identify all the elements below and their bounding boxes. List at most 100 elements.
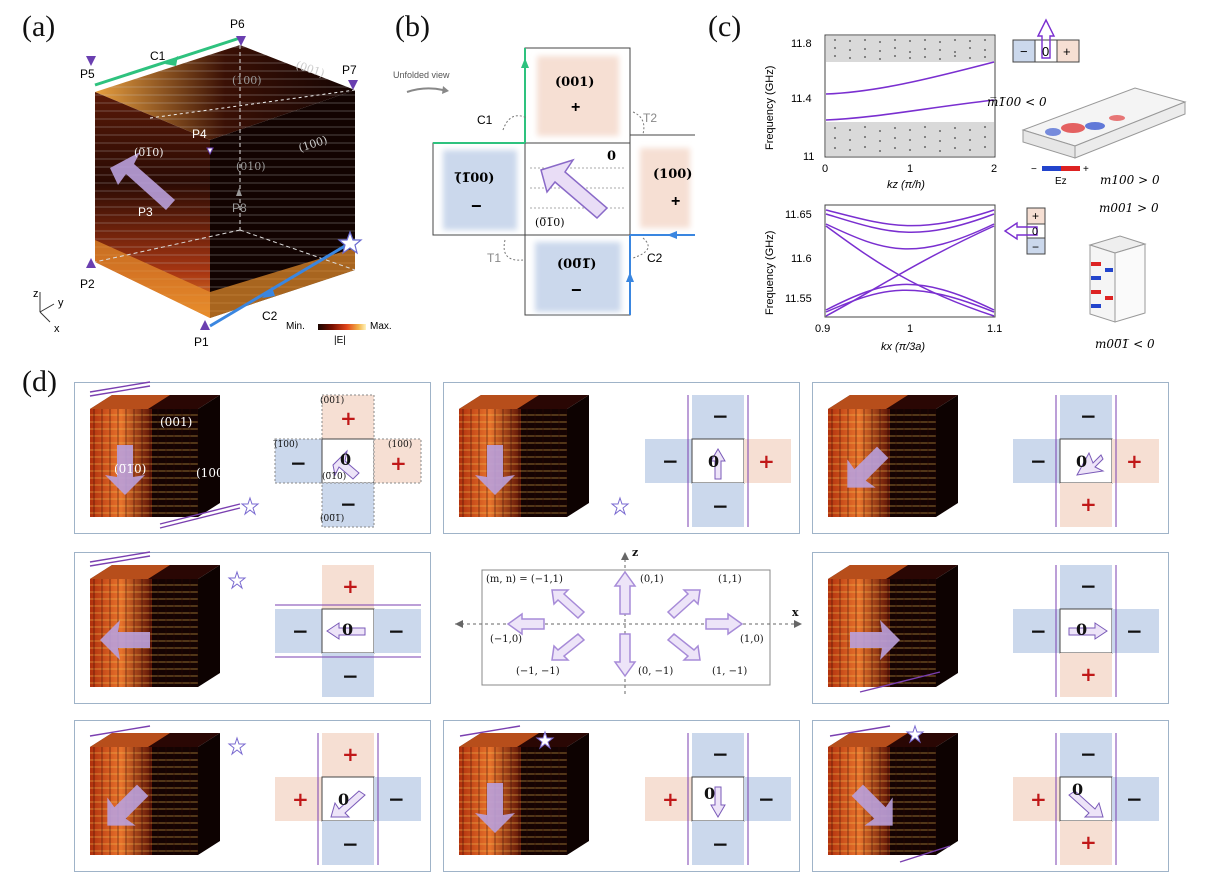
mn-label: (m, n) = (−1,1) (486, 574, 563, 585)
dir-1m1: (1, −1) (712, 666, 748, 677)
face-bottom-sign: − (571, 280, 582, 300)
marker-p5 (86, 56, 96, 66)
dir-m10: (−1,0) (490, 634, 523, 645)
panel-label-d: (d) (22, 365, 57, 398)
top-ytick-118: 11.8 (791, 38, 812, 50)
label-p2: P2 (80, 277, 95, 291)
top-ytick-114: 11.4 (791, 93, 812, 105)
panel-label-a: (a) (22, 10, 56, 43)
label-p7: P7 (342, 63, 357, 77)
bottom-xtick-09: 0.9 (815, 323, 830, 335)
unfolded-view-label: Unfolded view (393, 70, 450, 80)
bottom-ytick-116: 11.6 (791, 253, 812, 265)
face-center-sign: 0 (607, 149, 616, 164)
dir-0m1: (0, −1) (638, 666, 674, 677)
label-c1: C1 (150, 49, 166, 63)
bottom-xtick-11: 1.1 (987, 323, 1002, 335)
face-left-sign: − (471, 196, 482, 216)
marker-p7 (348, 80, 358, 90)
face-bottom-label: (00̅1̅) (557, 257, 596, 272)
colorbar (318, 324, 366, 330)
label-p8: P8 (232, 201, 247, 215)
chain-t2-label: T2 (643, 111, 657, 125)
face-top-fill (537, 56, 619, 136)
panel-a-cube: P5 P6 P7 P2 P1 P4 P3 P8 C1 C2 (001) (100… (33, 17, 392, 349)
subpanel-d7 (74, 720, 431, 872)
marker-p2 (86, 258, 96, 268)
dir-m1m1: (−1, −1) (516, 666, 560, 677)
panel-label-b: (b) (395, 10, 430, 43)
chain-c2-label: C2 (647, 251, 663, 265)
dir-01: (0,1) (640, 574, 664, 585)
m-001-label: m001 > 0 (1099, 201, 1159, 215)
axis-z: z (33, 288, 39, 300)
face-left-fill (443, 150, 517, 230)
subpanel-d1 (74, 382, 431, 534)
subpanel-d2 (443, 382, 800, 534)
axis-x-label: x (792, 606, 799, 619)
dir-10: (1,0) (740, 634, 764, 645)
face-010: (010) (236, 160, 266, 173)
chain-t1-label: T1 (487, 251, 501, 265)
chain-c2 (209, 238, 356, 328)
star-icon (337, 230, 363, 255)
face-top-sign: + (571, 99, 580, 116)
face-center-label: (0̅1̅0) (535, 216, 565, 229)
panel-b-unfolded: Unfolded view (001) + (̅1̅00) − (100) + … (393, 47, 695, 316)
colorbar-max: Max. (370, 321, 392, 332)
m-top-label: m̅1̅00 < 0 (987, 95, 1047, 109)
subpanel-d6 (812, 552, 1169, 704)
marker-p1 (200, 320, 210, 330)
top-plot-bulk-dots (834, 39, 986, 152)
marker-p6 (236, 36, 246, 46)
top-band-lower (825, 99, 995, 121)
panel-c-plots: Frequency (GHz) 11.8 11.4 11 0 1 2 kz (π… (764, 18, 1187, 353)
face-100-top: (100) (232, 74, 262, 87)
label-p1: P1 (194, 335, 209, 349)
top-xtick-2: 2 (991, 163, 997, 175)
axis-x: x (54, 323, 60, 335)
top-xtick-0: 0 (822, 163, 828, 175)
cube-arrow (110, 152, 175, 210)
marker-p4 (206, 147, 214, 156)
label-p5: P5 (80, 67, 95, 81)
legend-top-plus: + (1063, 44, 1071, 59)
subpanel-d4 (74, 552, 431, 704)
top-xtick-1: 1 (907, 163, 913, 175)
ez-label: Ez (1055, 176, 1067, 187)
ez-plus: + (1083, 164, 1089, 175)
label-p3: P3 (138, 205, 153, 219)
center-arrow (540, 158, 609, 220)
bottom-ytick-1165: 11.65 (785, 209, 812, 221)
panel-label-c: (c) (708, 10, 742, 43)
ez-minus: − (1031, 164, 1037, 175)
bottom-column (1089, 244, 1116, 323)
subpanel-d8 (443, 720, 800, 872)
subpanel-d3 (812, 382, 1169, 534)
face-right-sign: + (671, 193, 680, 210)
m-right-label: m100 > 0 (1100, 173, 1160, 187)
subpanel-d9 (812, 720, 1169, 872)
legend-top-minus: − (1020, 44, 1028, 59)
legend-top-zero: 0 (1042, 44, 1049, 59)
legend-bot-plus: + (1032, 209, 1039, 223)
axis-z-label: z (632, 546, 639, 559)
face-0b10: (0̅1̅0) (134, 146, 164, 159)
legend-bot-zero: 0 (1032, 226, 1038, 238)
legend-up-arrow (1036, 18, 1056, 59)
label-c2: C2 (262, 309, 278, 323)
legend-bot-minus: − (1032, 240, 1039, 254)
label-p6: P6 (230, 17, 245, 31)
bottom-ytick-1155: 11.55 (785, 293, 812, 305)
colorbar-label: |E| (334, 335, 346, 346)
top-band-upper (825, 61, 995, 95)
legend-left-arrow (1003, 221, 1038, 241)
face-bottom-fill (535, 242, 621, 312)
label-p4: P4 (192, 127, 207, 141)
dir-11: (1,1) (718, 574, 742, 585)
chain-c1 (94, 36, 241, 87)
top-plot-ylabel: Frequency (GHz) (764, 66, 776, 150)
marker-p8 (236, 188, 242, 196)
bottom-plot-xlabel: kx (π/3a) (881, 341, 925, 353)
face-top-label: (001) (555, 75, 594, 90)
